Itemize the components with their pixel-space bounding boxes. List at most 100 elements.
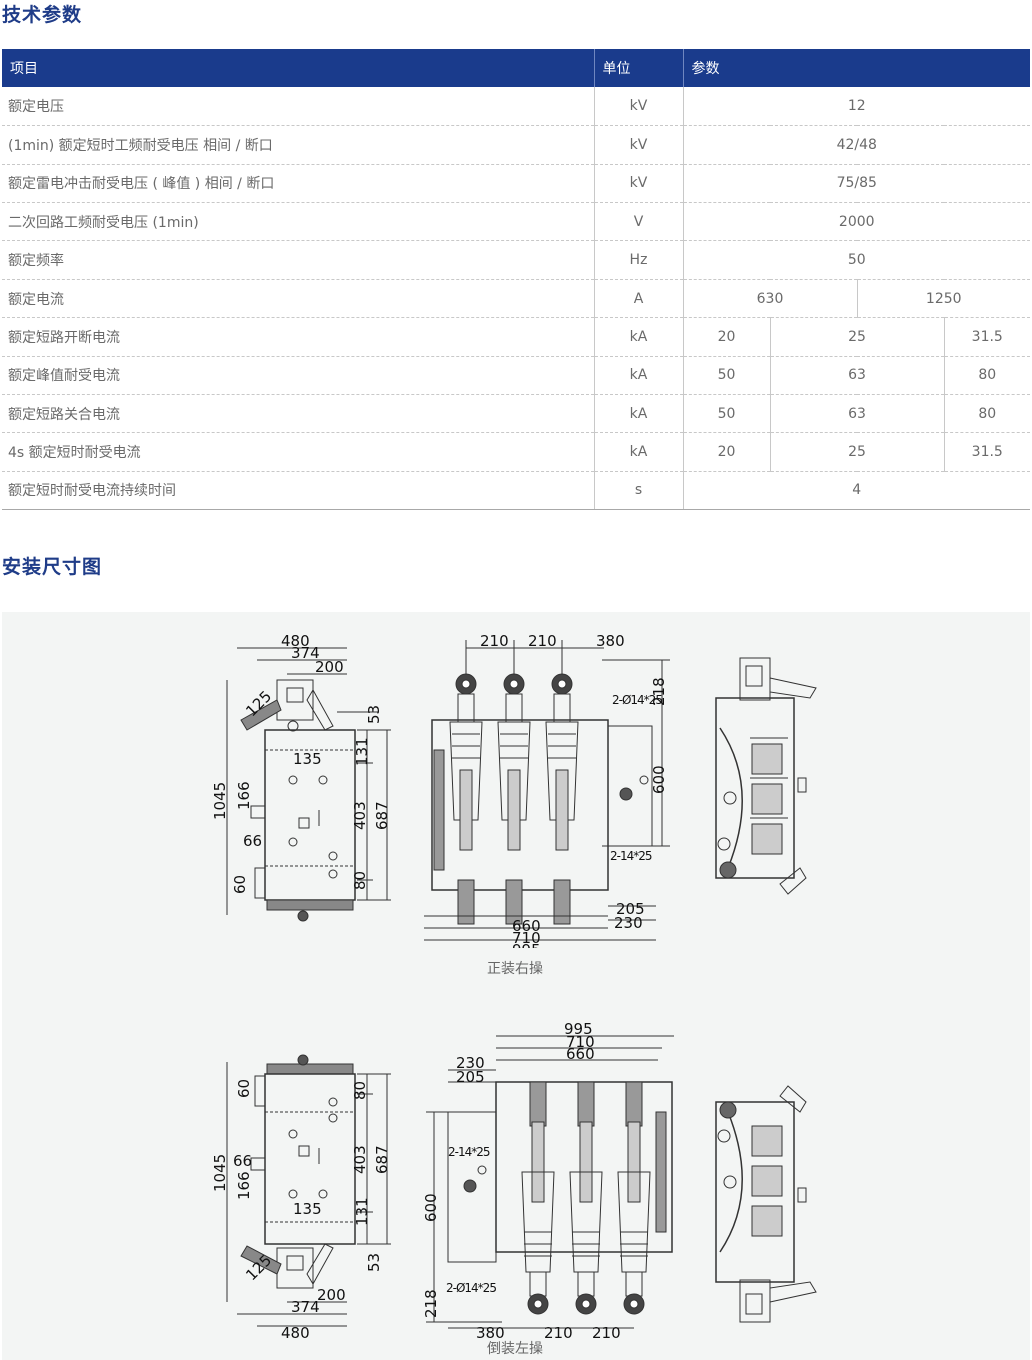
table-row: 额定短路开断电流 kA 20 25 31.5 [2, 317, 1030, 357]
dim-label: 380 [596, 632, 625, 650]
front-caption: 正装右操 [487, 961, 543, 977]
row-value: 630 [683, 279, 858, 319]
dim-label: 995 [512, 941, 541, 948]
dim-label: 403 [351, 801, 369, 830]
row-unit: kV [594, 125, 684, 165]
row-unit: kA [594, 394, 684, 434]
dim-label: 135 [293, 750, 322, 768]
dim-label: 205 [616, 900, 645, 918]
dim-label: 166 [235, 781, 253, 810]
dim-label: 1045 [211, 782, 229, 820]
dim-label: 66 [243, 832, 262, 850]
dim-label: 60 [231, 875, 249, 894]
dim-label: 2-Ø14*25 [446, 1281, 496, 1295]
row-item: 额定短时耐受电流持续时间 [2, 471, 595, 511]
dim-label: 66 [233, 1152, 252, 1170]
row-value: 31.5 [944, 432, 1030, 472]
row-unit: kV [594, 87, 684, 127]
row-value: 75/85 [683, 164, 1030, 204]
dim-label: 135 [293, 1200, 322, 1218]
row-value: 63 [770, 394, 945, 434]
dim-label: 80 [351, 1081, 369, 1100]
row-unit: V [594, 202, 684, 242]
row-unit: Hz [594, 240, 684, 280]
inverted-profile-drawing [715, 1085, 817, 1323]
header-param: 参数 [683, 49, 1030, 88]
dim-label: 995 [564, 1022, 593, 1038]
dim-label: 660 [512, 917, 541, 935]
dim-label: 210 [480, 632, 509, 650]
row-unit: kV [594, 164, 684, 204]
dim-label: 2-14*25 [448, 1145, 490, 1159]
row-unit: kA [594, 432, 684, 472]
dim-label: 687 [373, 801, 391, 830]
front-main-view-drawing: 210 210 380 218 2-Ø14*25 600 2-14*25 205… [424, 632, 670, 948]
table-header-row: 项目 单位 参数 [2, 49, 1030, 88]
dim-label: 205 [456, 1068, 485, 1086]
row-item: 二次回路工频耐受电压 (1min) [2, 202, 595, 242]
dim-label: 60 [235, 1079, 253, 1098]
table-row: 额定电流 A 630 1250 [2, 279, 1030, 319]
row-value: 1250 [857, 279, 1030, 319]
dim-label: 230 [456, 1054, 485, 1072]
row-item: 额定电压 [2, 87, 595, 127]
row-value: 31.5 [944, 317, 1030, 357]
row-item: 额定电流 [2, 279, 595, 319]
header-unit: 单位 [594, 49, 684, 88]
table-row: 额定电压 kV 12 [2, 87, 1030, 127]
row-item: (1min) 额定短时工频耐受电压 相间 / 断口 [2, 125, 595, 165]
row-value: 4 [683, 471, 1030, 511]
row-value: 20 [683, 317, 771, 357]
table-row: 额定频率 Hz 50 [2, 240, 1030, 280]
row-item: 额定雷电冲击耐受电压 ( 峰值 ) 相间 / 断口 [2, 164, 595, 204]
dim-label: 131 [353, 737, 371, 766]
dim-label: 210 [592, 1324, 621, 1340]
table-row: 额定雷电冲击耐受电压 ( 峰值 ) 相间 / 断口 kV 75/85 [2, 164, 1030, 204]
row-item: 额定短路开断电流 [2, 317, 595, 357]
dim-label: 218 [650, 677, 668, 706]
row-value: 20 [683, 432, 771, 472]
front-profile-drawing [715, 657, 817, 895]
row-value: 80 [944, 394, 1030, 434]
row-item: 额定频率 [2, 240, 595, 280]
row-item: 4s 额定短时耐受电流 [2, 432, 595, 472]
inverted-caption: 倒装左操 [487, 1341, 543, 1357]
row-value: 2000 [683, 202, 1030, 242]
table-row: (1min) 额定短时工频耐受电压 相间 / 断口 kV 42/48 [2, 125, 1030, 165]
dim-label: 374 [291, 1298, 320, 1316]
tech-params-title: 技术参数 [2, 4, 83, 26]
dim-label: 480 [281, 1324, 310, 1342]
dim-label: 687 [373, 1145, 391, 1174]
dim-label: 200 [315, 658, 344, 676]
inverted-main-view-drawing: 995 710 660 230 205 2-14*25 600 218 2-Ø1… [422, 1022, 674, 1340]
row-value: 50 [683, 356, 771, 396]
row-unit: kA [594, 356, 684, 396]
dim-label: 660 [566, 1045, 595, 1063]
table-row: 额定短时耐受电流持续时间 s 4 [2, 471, 1030, 511]
dim-label: 53 [365, 1253, 383, 1272]
dim-label: 166 [235, 1171, 253, 1200]
dim-label: 710 [512, 929, 541, 947]
spec-table: 项目 单位 参数 额定电压 kV 12 (1min) 额定短时工频耐受电压 相间… [2, 49, 1030, 511]
header-item: 项目 [2, 49, 595, 88]
dim-label: 403 [351, 1145, 369, 1174]
dim-label: 131 [353, 1197, 371, 1226]
dim-label: 210 [528, 632, 557, 650]
dim-label: 1045 [211, 1154, 229, 1192]
table-row: 4s 额定短时耐受电流 kA 20 25 31.5 [2, 432, 1030, 472]
row-value: 50 [683, 394, 771, 434]
dim-label: 600 [422, 1193, 440, 1222]
dim-label: 2-14*25 [610, 849, 652, 863]
dim-label: 218 [422, 1289, 440, 1318]
dim-label: 80 [351, 871, 369, 890]
dim-label: 380 [476, 1324, 505, 1340]
row-item: 额定峰值耐受电流 [2, 356, 595, 396]
dim-label: 2-Ø14*25 [612, 693, 662, 707]
table-row: 额定短路关合电流 kA 50 63 80 [2, 394, 1030, 434]
row-item: 额定短路关合电流 [2, 394, 595, 434]
row-value: 63 [770, 356, 945, 396]
row-value: 50 [683, 240, 1030, 280]
dim-label: 480 [281, 632, 310, 650]
row-value: 12 [683, 87, 1030, 127]
table-row: 二次回路工频耐受电压 (1min) V 2000 [2, 202, 1030, 242]
